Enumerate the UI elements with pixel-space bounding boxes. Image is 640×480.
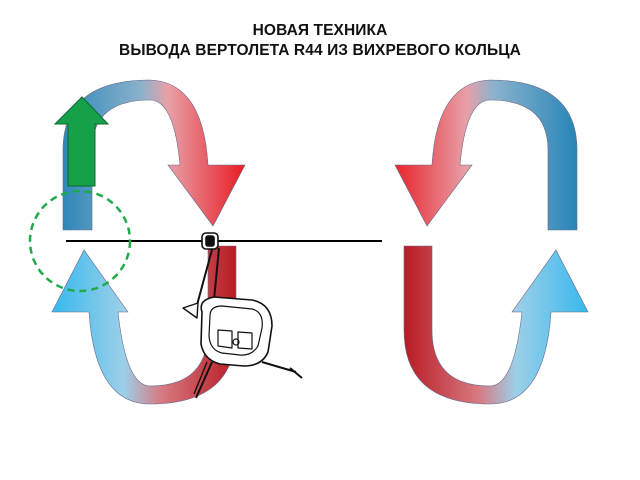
green-up-arrow-icon: [53, 96, 110, 187]
dashed-circle-icon: [28, 189, 132, 293]
title-line-2: ВЫВОДА ВЕРТОЛЕТА R44 ИЗ ВИХРЕВОГО КОЛЬЦА: [119, 42, 521, 59]
lower-left-vortex-arrow: [51, 245, 237, 405]
helicopter-r44-icon: [182, 232, 303, 399]
title-line-1: НОВАЯ ТЕХНИКА: [252, 22, 388, 39]
lower-right-vortex-arrow: [403, 245, 589, 405]
upper-left-vortex-arrow: [62, 79, 246, 231]
upper-right-vortex-arrow: [394, 79, 578, 231]
